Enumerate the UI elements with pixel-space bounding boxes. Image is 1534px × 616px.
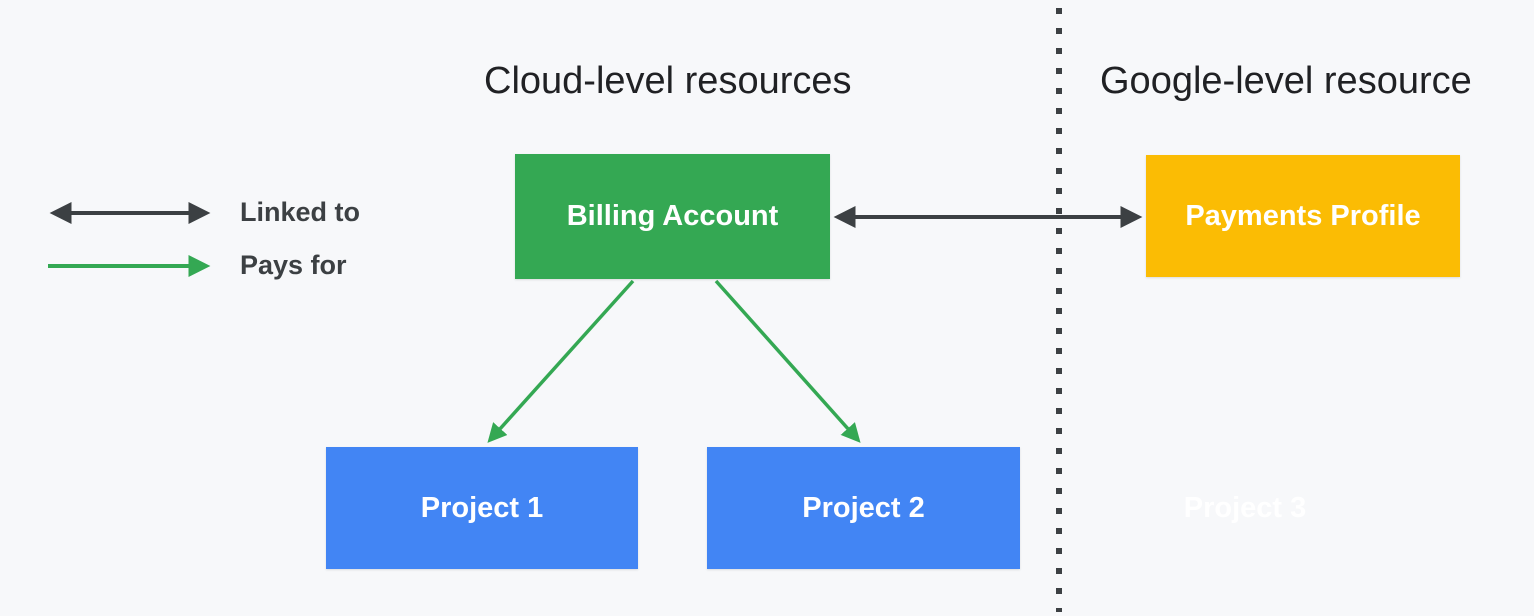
- project-3-ghost-node: Project 3: [1183, 491, 1307, 524]
- edge-pays-for-project-2: [714, 279, 861, 443]
- google-level-heading: Google-level resource: [1100, 60, 1472, 102]
- payments-profile-node: Payments Profile: [1146, 155, 1460, 277]
- legend-label-linked-to: Linked to: [240, 197, 360, 227]
- project-2-node: Project 2: [707, 447, 1020, 569]
- project-1-node: Project 1: [326, 447, 638, 569]
- cloud-level-heading: Cloud-level resources: [484, 60, 852, 102]
- billing-account-node: Billing Account: [515, 154, 830, 279]
- edge-pays-for-project-1: [487, 279, 635, 443]
- legend-label-pays-for: Pays for: [240, 250, 347, 280]
